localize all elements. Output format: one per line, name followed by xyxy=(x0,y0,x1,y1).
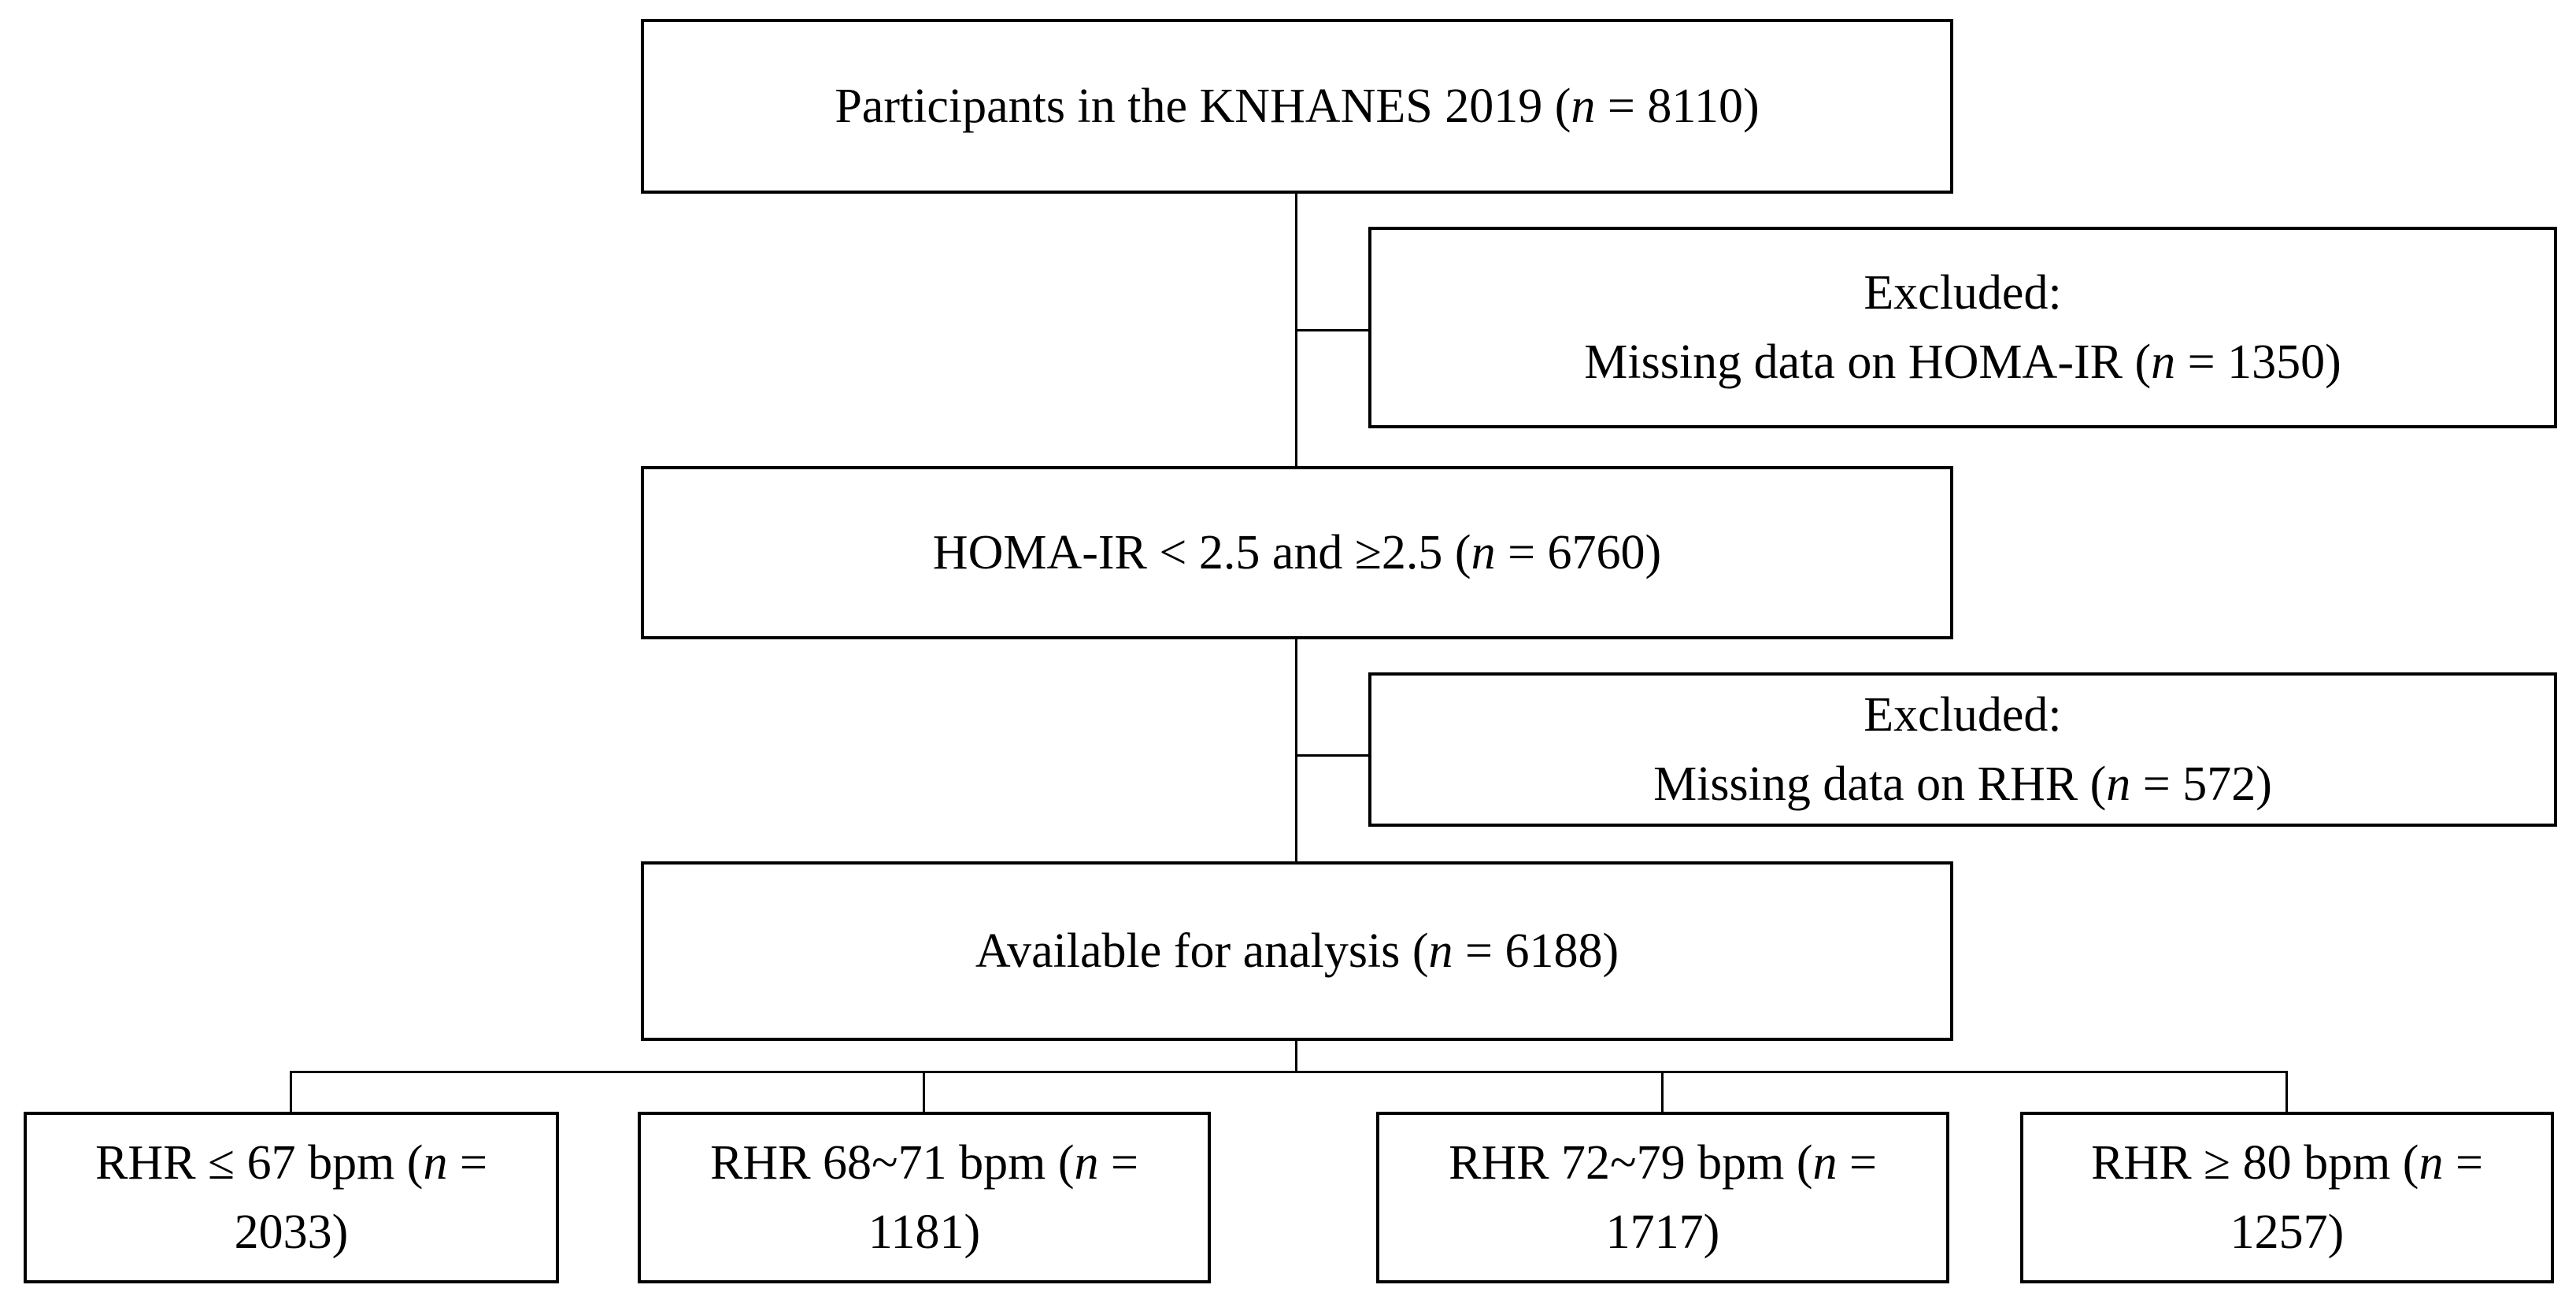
box-rhr-68-71: RHR 68~71 bpm (n =1181) xyxy=(638,1112,1211,1283)
box-rhr-le-67-label: RHR ≤ 67 bpm (n =2033) xyxy=(95,1135,487,1259)
box-available-for-analysis-label: Available for analysis (n = 6188) xyxy=(975,924,1619,978)
box-rhr-72-79-label: RHR 72~79 bpm (n =1717) xyxy=(1449,1135,1877,1259)
connector-branch-to-rhr-ge-80 xyxy=(2285,1071,2288,1112)
box-homa-ir-groups: HOMA-IR < 2.5 and ≥2.5 (n = 6760) xyxy=(641,466,1953,639)
box-rhr-ge-80-label: RHR ≥ 80 bpm (n =1257) xyxy=(2091,1135,2483,1259)
connector-homa-to-available xyxy=(1295,639,1297,861)
box-participants-label: Participants in the KNHANES 2019 (n = 81… xyxy=(835,79,1760,133)
connector-branch-line xyxy=(290,1071,2288,1073)
box-excluded-rhr-label: Excluded:Missing data on RHR (n = 572) xyxy=(1653,687,2272,811)
box-excluded-homa-ir: Excluded:Missing data on HOMA-IR (n = 13… xyxy=(1368,227,2557,428)
box-participants: Participants in the KNHANES 2019 (n = 81… xyxy=(641,19,1953,194)
connector-branch-to-rhr-72-79 xyxy=(1661,1071,1664,1112)
box-rhr-le-67: RHR ≤ 67 bpm (n =2033) xyxy=(24,1112,559,1283)
box-available-for-analysis: Available for analysis (n = 6188) xyxy=(641,861,1953,1041)
box-rhr-68-71-label: RHR 68~71 bpm (n =1181) xyxy=(710,1135,1138,1259)
connector-participants-to-homa xyxy=(1295,194,1297,466)
connector-stub-excluded-rhr xyxy=(1297,754,1368,757)
box-excluded-rhr: Excluded:Missing data on RHR (n = 572) xyxy=(1368,672,2557,827)
connector-available-to-branch xyxy=(1295,1041,1297,1071)
box-rhr-ge-80: RHR ≥ 80 bpm (n =1257) xyxy=(2020,1112,2554,1283)
box-rhr-72-79: RHR 72~79 bpm (n =1717) xyxy=(1376,1112,1949,1283)
box-homa-ir-groups-label: HOMA-IR < 2.5 and ≥2.5 (n = 6760) xyxy=(932,525,1662,579)
box-excluded-homa-ir-label: Excluded:Missing data on HOMA-IR (n = 13… xyxy=(1584,265,2341,389)
connector-stub-excluded-homa xyxy=(1297,329,1368,331)
connector-branch-to-rhr-68-71 xyxy=(923,1071,925,1112)
connector-branch-to-rhr-le-67 xyxy=(290,1071,292,1112)
